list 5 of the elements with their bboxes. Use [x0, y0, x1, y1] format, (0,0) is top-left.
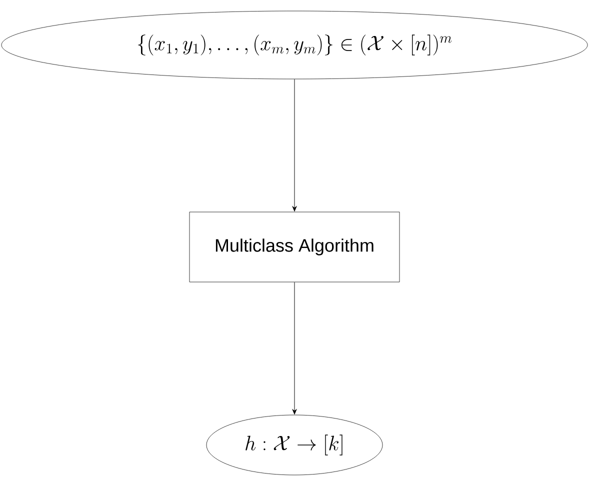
arrow — [292, 282, 297, 414]
arrow — [292, 78, 297, 212]
process-box: Multiclass Algorithm — [189, 212, 400, 282]
ellipse-node: $h:\mathcal{X}\rightarrow[k]$ — [206, 414, 383, 476]
ellipse-node: $\{(x_1,y_1),\ldots,(x_m,y_m)\}\in(\mathcal{X}\times[n])^m$ — [1, 10, 588, 80]
